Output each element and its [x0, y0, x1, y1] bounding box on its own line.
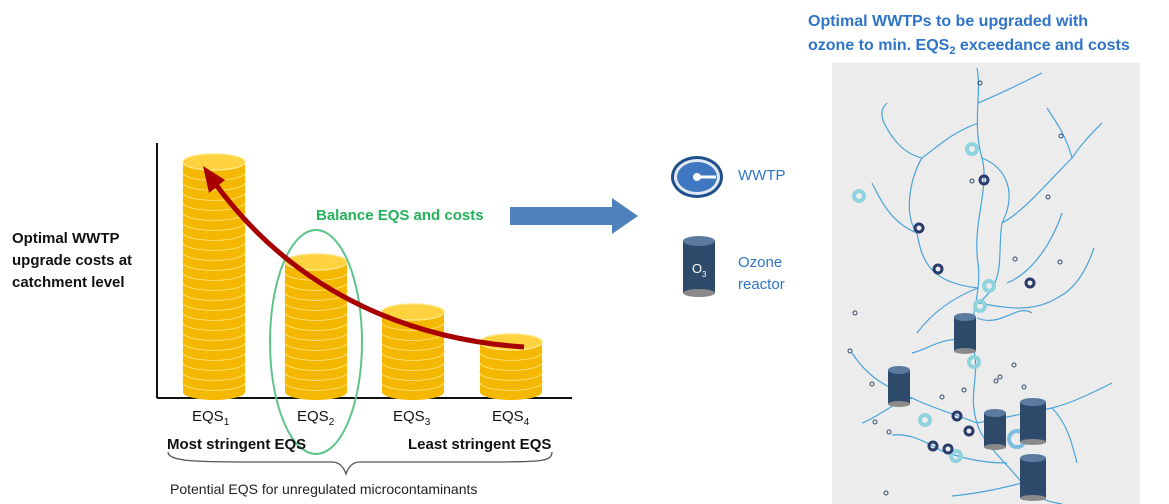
coin-stacks: [182, 153, 543, 400]
tradeoff-arrow-head: [203, 166, 225, 193]
brace: [167, 451, 553, 477]
ozone-icon-sub: 3: [702, 270, 707, 279]
coin-stack-3: [381, 303, 445, 400]
wwtp-icon: [671, 156, 723, 198]
tradeoff-arrow-curve: [211, 180, 525, 350]
eqs2-label: EQS2: [297, 408, 335, 428]
least-stringent-label: Least stringent EQS: [408, 436, 552, 453]
eqs3-label: EQS3: [393, 408, 431, 428]
reactors: [888, 313, 1046, 501]
coin-stack-2: [284, 253, 348, 400]
most-stringent-label: Most stringent EQS: [167, 436, 307, 453]
eqs1-label: EQS1: [192, 408, 230, 428]
map-title: Optimal WWTPs to be upgraded with ozone …: [808, 10, 1168, 63]
cost-chart: [156, 143, 572, 477]
flow-arrow: [510, 198, 638, 234]
map-title-line1: Optimal WWTPs to be upgraded with: [808, 13, 1088, 30]
ozone-icon-symbol: O: [692, 261, 702, 276]
y-axis-label: Optimal WWTP upgrade costs at catchment …: [12, 230, 133, 291]
ozone-legend-line2: reactor: [738, 276, 785, 293]
balance-label: Balance EQS and costs: [316, 207, 484, 224]
map-title-line2: ozone to min. EQS2 exceedance and costs: [808, 37, 1130, 58]
ozone-reactor-icon: O 3: [683, 236, 715, 297]
eqs4-label: EQS4: [492, 408, 530, 428]
river-network: [847, 67, 1113, 504]
eqs2-highlight-ellipse: [269, 229, 363, 455]
coin-stack-1: [182, 153, 246, 400]
wwtp-legend-label: WWTP: [738, 167, 786, 184]
potential-eqs-label: Potential EQS for unregulated microconta…: [170, 481, 478, 497]
ozone-legend-line1: Ozone: [738, 254, 783, 271]
ozone-legend-label: Ozone reactor: [738, 252, 785, 296]
